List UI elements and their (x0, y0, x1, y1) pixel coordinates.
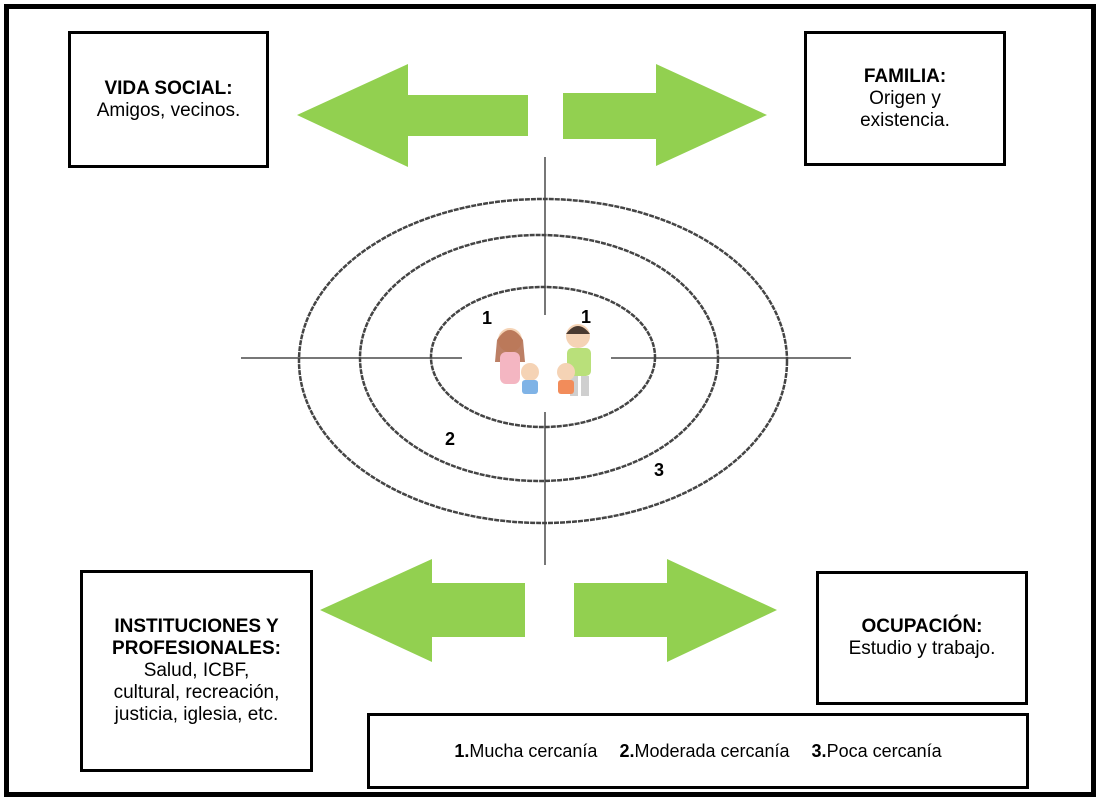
box-vida-social-text: Amigos, vecinos. (96, 99, 241, 121)
box-instituciones-line1: Salud, ICBF, (143, 660, 250, 681)
box-instituciones-line3: justicia, iglesia, etc. (114, 704, 279, 725)
box-familia: FAMILIA: Origen y existencia. (804, 31, 1006, 166)
ring-label-outer: 3 (654, 460, 665, 480)
box-instituciones-title1: INSTITUCIONES Y (114, 616, 279, 637)
box-familia-line2: existencia. (860, 109, 950, 131)
legend-item-1: 1.Mucha cercanía (454, 740, 598, 761)
ring-label-inner-left: 1 (482, 308, 493, 328)
box-vida-social: VIDA SOCIAL: Amigos, vecinos. (68, 31, 269, 168)
legend-item-2: 2.Moderada cercanía (619, 740, 790, 761)
ring-inner (429, 285, 657, 429)
box-instituciones: INSTITUCIONES Y PROFESIONALES: Salud, IC… (80, 570, 313, 772)
box-ocupacion-title: OCUPACIÓN: (861, 616, 983, 637)
arrow-right-top (563, 64, 767, 166)
ring-label-middle: 2 (445, 429, 456, 449)
ring-middle (358, 233, 720, 483)
box-ocupacion-text: Estudio y trabajo. (848, 638, 996, 659)
box-instituciones-line2: cultural, recreación, (113, 682, 280, 703)
box-familia-title: FAMILIA: (863, 65, 947, 87)
ring-outer (297, 197, 789, 525)
legend-item-3: 3.Poca cercanía (811, 740, 942, 761)
arrow-right-bottom (574, 559, 777, 662)
arrow-left-top (297, 64, 528, 167)
arrow-left-bottom (320, 559, 525, 662)
box-instituciones-title2: PROFESIONALES: (112, 638, 281, 659)
box-ocupacion: OCUPACIÓN: Estudio y trabajo. (816, 571, 1028, 705)
legend: 1.Mucha cercanía 2.Moderada cercanía 3.P… (367, 713, 1029, 789)
box-familia-line1: Origen y (869, 87, 941, 109)
box-vida-social-title: VIDA SOCIAL: (104, 77, 233, 99)
ring-label-inner-right: 1 (581, 307, 592, 327)
family-icon (483, 318, 608, 406)
